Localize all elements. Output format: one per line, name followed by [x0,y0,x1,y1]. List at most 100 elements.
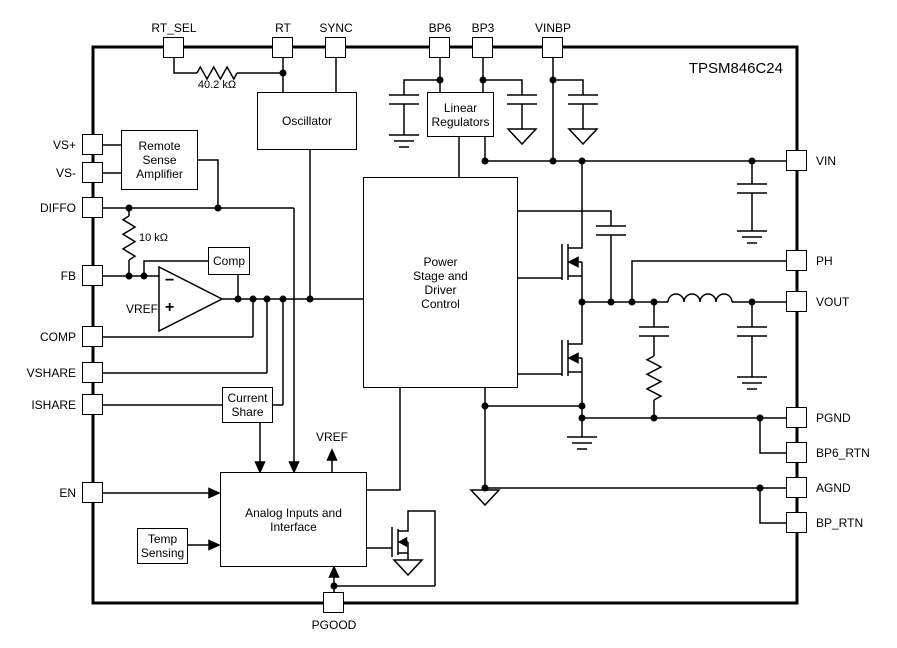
damper-capacitor [639,326,669,337]
bp6-capacitor [389,94,419,105]
error-amp-plus-sign: + [165,299,175,316]
pin-label-en: EN [59,486,76,500]
pgood-triangle-ground-icon [392,559,424,577]
error-amp-vref-label: VREF [125,302,158,316]
error-amp-minus-sign: − [165,272,175,289]
error-amplifier-triangle [158,265,224,333]
bp3-capacitor [507,94,537,105]
pin-label-pgnd: PGND [816,411,851,425]
pin-label-comp: COMP [40,330,76,344]
block-power-stage: Power Stage and Driver Control [363,177,518,388]
chip-title: TPSM846C24 [688,60,783,77]
pin-vout [786,291,807,312]
vin-earth-ground-icon [737,230,767,244]
pin-label-agnd: AGND [816,481,851,495]
pin-label-bp6-rtn: BP6_RTN [816,446,870,460]
bp6-earth-ground-icon [389,134,419,148]
pin-label-vin: VIN [816,154,837,168]
vref-output-label: VREF [315,430,348,444]
pin-agnd [786,477,807,498]
pin-diffo [82,197,103,218]
rt-resistor-symbol [196,65,238,81]
wire-fb [103,260,208,277]
pin-bp-rtn [786,512,807,533]
vin-capacitor [737,183,767,194]
pin-label-rt-sel: RT_SEL [151,21,197,35]
pin-label-bp3: BP3 [471,21,495,35]
bootstrap-capacitor [596,225,626,236]
pin-comp [82,326,103,347]
vout-capacitor [737,326,767,337]
pin-label-sync: SYNC [319,21,353,35]
vout-earth-ground-icon [737,376,767,390]
block-comp: Comp [208,247,250,275]
wire-pgnd-net [582,417,786,454]
block-temp-sensing: Temp Sensing [137,528,188,564]
high-side-mosfet-icon [518,161,583,302]
pin-label-bp6: BP6 [428,21,452,35]
pin-rt-sel [163,37,184,58]
current-share-arrowhead [254,461,266,474]
pin-bp3 [472,37,493,58]
pin-sync [325,37,346,58]
pin-fb [82,265,103,286]
wire-rsa-out [198,159,219,208]
pgood-mosfet-icon [367,510,436,586]
fb-resistor-symbol [121,215,137,261]
bp3-triangle-ground-icon [506,128,538,146]
block-label: Analog Inputs and Interface [245,505,342,534]
wire-diffo [103,207,295,462]
block-linear-regulators: Linear Regulators [427,92,494,137]
vinbp-capacitor [568,94,598,105]
pin-vinbp [542,37,563,58]
block-label: Power Stage and Driver Control [413,254,468,311]
block-label: Linear Regulators [431,100,490,129]
pin-label-vout: VOUT [816,295,850,309]
junction-dots [125,69,764,590]
block-current-share: Current Share [222,387,273,423]
wire-current-share-out [273,299,284,406]
diffo-arrowhead [288,461,300,474]
wire-bp6-net [403,58,441,135]
block-label: Current Share [227,391,268,419]
pgood-arrowhead [328,565,340,578]
pin-label-bp-rtn: BP_RTN [816,516,864,530]
wire-bootstrap-net [518,210,612,302]
pin-label-vshare: VSHARE [26,366,76,380]
pin-pgnd [786,407,807,428]
pin-label-ishare: ISHARE [31,398,76,412]
wire-vshare [103,299,268,374]
lowside-earth-ground-icon [567,436,597,450]
pin-vs-minus [82,162,103,183]
pin-label-ph: PH [816,254,833,268]
wire-linreg-outputs [458,137,486,177]
fb-resistor-value: 10 kΩ [139,232,169,244]
pin-label-diffo: DIFFO [40,201,76,215]
vref-arrowhead [326,448,338,461]
pin-label-vinbp: VINBP [534,21,571,35]
block-remote-sense-amplifier: Remote Sense Amplifier [121,130,198,190]
vinbp-triangle-ground-icon [567,128,599,146]
wire-bp3-net [482,58,523,129]
wire-ph [631,260,786,302]
pin-label-pgood: PGOOD [311,618,357,632]
pin-vs-plus [82,134,103,155]
pin-rt [272,37,293,58]
pin-pgood [323,592,344,613]
pin-label-rt: RT [275,21,291,35]
pin-vshare [82,362,103,383]
pin-ishare [82,394,103,415]
pin-ph [786,250,807,271]
wire-agnd-net [484,388,786,524]
pin-label-vs-plus: VS+ [52,138,76,152]
block-analog-interface: Analog Inputs and Interface [220,472,367,567]
rt-resistor-value: 40.2 kΩ [197,79,237,91]
en-arrowhead [208,487,221,499]
wire-analog-to-powerstage [367,388,401,491]
block-label: Comp [212,254,245,268]
output-inductor-icon [667,293,733,303]
block-label: Oscillator [281,114,332,128]
pin-en [82,482,103,503]
pin-vin [786,150,807,171]
